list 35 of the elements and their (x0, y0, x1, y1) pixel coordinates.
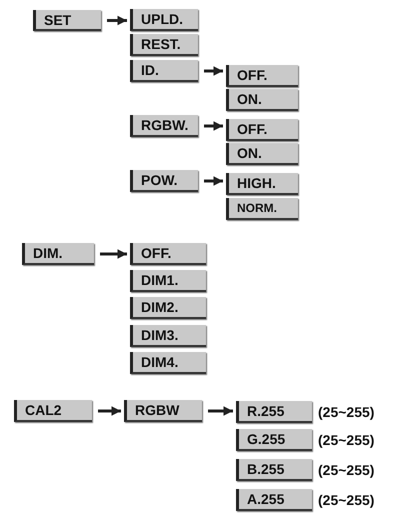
menu-box: SET (33, 10, 101, 31)
menu-box: DIM2. (130, 297, 206, 319)
menu-box: B.255 (236, 459, 312, 481)
menu-box: REST. (130, 34, 198, 56)
arrow (107, 16, 127, 26)
menu-box: DIM. (22, 243, 94, 265)
menu-box: ID. (130, 60, 198, 82)
menu-box: CAL2 (14, 400, 92, 422)
menu-box: ON. (226, 89, 298, 111)
range-label: (25~255) (318, 462, 374, 478)
menu-box: POW. (130, 170, 198, 192)
menu-box: R.255 (236, 401, 312, 423)
menu-box: OFF. (226, 65, 298, 87)
arrow (208, 406, 233, 416)
menu-box: OFF. (226, 119, 298, 141)
menu-box: RGBW (124, 400, 202, 422)
arrow (204, 176, 223, 186)
menu-box: OFF. (130, 243, 206, 265)
menu-box: DIM1. (130, 270, 206, 292)
range-label: (25~255) (318, 404, 374, 420)
arrow (98, 406, 121, 416)
range-label: (25~255) (318, 492, 374, 508)
menu-box: ON. (226, 143, 298, 165)
arrow (204, 121, 223, 131)
menu-box: DIM3. (130, 325, 206, 347)
arrow (100, 249, 127, 259)
menu-box: G.255 (236, 429, 312, 451)
menu-box: UPLD. (130, 9, 198, 31)
menu-box: RGBW. (130, 115, 198, 137)
menu-box: DIM4. (130, 352, 206, 374)
arrow (204, 66, 223, 76)
menu-box: NORM. (226, 198, 298, 220)
menu-box: HIGH. (226, 173, 298, 195)
menu-box: A.255 (236, 489, 312, 511)
range-label: (25~255) (318, 432, 374, 448)
